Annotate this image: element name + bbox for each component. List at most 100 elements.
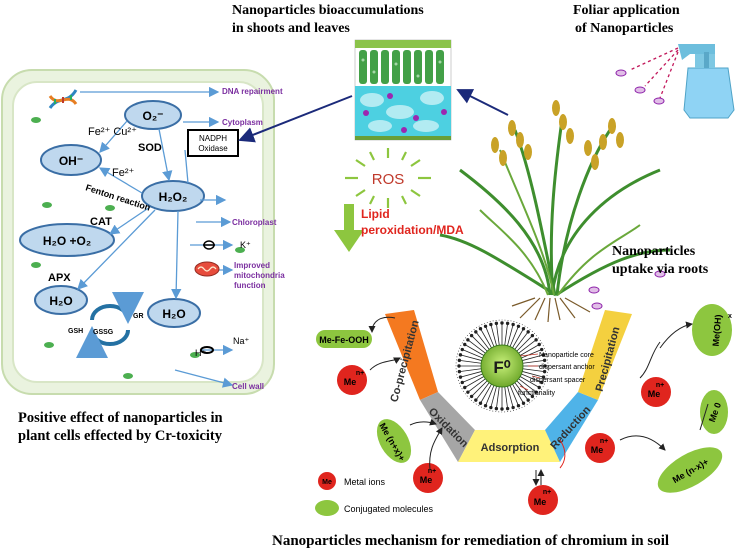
nanoparticle-icon: F⁰ — [455, 319, 549, 413]
dispersant-head — [478, 327, 483, 331]
dispersant-strand — [480, 329, 492, 349]
dispersant-head — [505, 406, 510, 411]
h2o-apx-label: H₂O — [49, 294, 72, 308]
h-ion-label: H⁺ — [195, 348, 206, 358]
apx-label: APX — [48, 272, 71, 284]
k-ion-label: K⁺ — [240, 240, 251, 250]
ion-label: Me — [344, 377, 357, 387]
dispersant-strand — [485, 385, 495, 405]
dispersant-head — [541, 375, 546, 379]
bioaccumulation-to-cell-arrow — [238, 95, 353, 143]
oxidase-label: Oxidase — [198, 144, 228, 153]
gr-label: GR — [133, 313, 144, 320]
dispersant-strand — [465, 344, 485, 356]
nadph-oxidase-box: NADPH Oxidase — [187, 129, 239, 157]
dispersant-strand — [512, 383, 524, 403]
dna-repair-callout: DNA repairment — [222, 87, 283, 96]
plant-to-tissue-arrow — [456, 89, 509, 116]
na-ion-label: Na⁺ — [233, 336, 250, 346]
lipid-label-2: peroxidation/MDA — [361, 223, 464, 237]
metal-ion-precip: Me n+ — [641, 377, 671, 407]
dispersant-head — [466, 390, 470, 394]
gsh-label: GSH — [68, 328, 83, 335]
dispersant-head — [494, 406, 499, 411]
uptake-title-1: Nanoparticles — [612, 244, 696, 259]
dispersant-strand — [522, 360, 544, 364]
dispersant-head — [526, 330, 530, 334]
dispersant-spacer-label: dispersant spacer — [530, 377, 586, 384]
dispersant-head — [537, 342, 541, 347]
ion-charge: n+ — [543, 489, 551, 496]
metal-ion-adsorp: Me n+ — [528, 485, 558, 515]
lipid-arrow — [334, 204, 364, 252]
ion-charge: n+ — [356, 370, 364, 377]
mechanism-title: Nanoparticles mechanism for remediation … — [272, 533, 669, 549]
foliar-title-2: of Nanoparticles — [575, 21, 674, 36]
fe-label: Fe²⁺ — [112, 167, 135, 179]
ion-label: Me — [648, 389, 661, 399]
dispersant-strand — [490, 386, 497, 407]
dispersant-strand — [490, 325, 497, 346]
oxidation-panel — [420, 392, 475, 462]
dispersant-strand — [519, 376, 539, 388]
dispersant-head — [489, 322, 493, 327]
lipid-label-1: Lipid — [361, 207, 390, 221]
dispersant-head — [463, 385, 467, 390]
nano-label-leaders — [519, 353, 541, 391]
dispersant-head — [474, 330, 478, 334]
dispersant-anchor-label: dispersant anchor — [539, 364, 595, 371]
dispersant-strand — [518, 340, 536, 354]
sod-label: SOD — [138, 142, 162, 154]
mefeooh-badge: Me-Fe-OOH — [316, 330, 372, 348]
dispersant-head — [483, 404, 488, 408]
dispersant-head — [521, 401, 526, 405]
dispersant-strand — [496, 386, 500, 408]
dispersant-head — [534, 390, 538, 394]
dispersant-strand — [518, 378, 536, 392]
dispersant-strand — [519, 344, 539, 356]
dispersant-strand — [522, 368, 544, 372]
dispersant-strand — [463, 373, 483, 383]
channel-icon — [200, 346, 214, 354]
dispersant-strand — [468, 378, 486, 392]
positive-effect-title-2: plant cells effected by Cr-toxicity — [18, 428, 223, 444]
dispersant-strand — [463, 349, 483, 359]
conjugated-precip: Me(OH) x — [692, 304, 732, 356]
dispersant-head — [457, 364, 461, 368]
dispersant-head — [521, 327, 526, 331]
fe-cu-label: Fe²⁺ Cu²⁺ — [88, 126, 137, 138]
dispersant-head — [500, 407, 504, 411]
dispersant-head — [526, 398, 530, 402]
dispersant-strand — [507, 386, 514, 407]
dispersant-strand — [460, 368, 482, 372]
dispersant-head — [469, 333, 474, 338]
foliar-title-1: Foliar application — [573, 3, 680, 18]
dispersant-strand — [460, 360, 482, 364]
green-particles — [31, 117, 245, 379]
dispersant-strand — [504, 324, 508, 346]
chloroplast-callout: Chloroplast — [232, 218, 277, 227]
ros-label: ROS — [372, 171, 405, 188]
ros-burst-icon — [345, 148, 431, 208]
dna-icon — [48, 89, 78, 109]
h2o-o2-node: H₂O +O₂ — [19, 223, 115, 257]
dispersant-head — [483, 324, 488, 328]
ion-label: Me — [420, 475, 433, 485]
dispersant-head — [458, 375, 463, 379]
meoh-sub-label: x — [728, 313, 732, 320]
reduction-panel — [545, 392, 598, 462]
mechanism-pentagon — [385, 310, 632, 462]
coprecip-out-arrow — [368, 316, 396, 333]
dispersant-head — [540, 380, 544, 385]
dispersant-head — [530, 333, 535, 338]
dispersant-strand — [468, 340, 486, 354]
dispersant-strand — [465, 376, 485, 388]
dispersant-strand — [509, 385, 519, 405]
legend-conj-label: Conjugated molecules — [344, 504, 434, 514]
adsorption-label: Adsorption — [481, 442, 540, 454]
mefeooh-label: Me-Fe-OOH — [319, 335, 369, 345]
dispersant-head — [516, 324, 521, 328]
dispersant-head — [460, 347, 464, 352]
legend: Me Metal ions Conjugated molecules — [315, 472, 434, 516]
